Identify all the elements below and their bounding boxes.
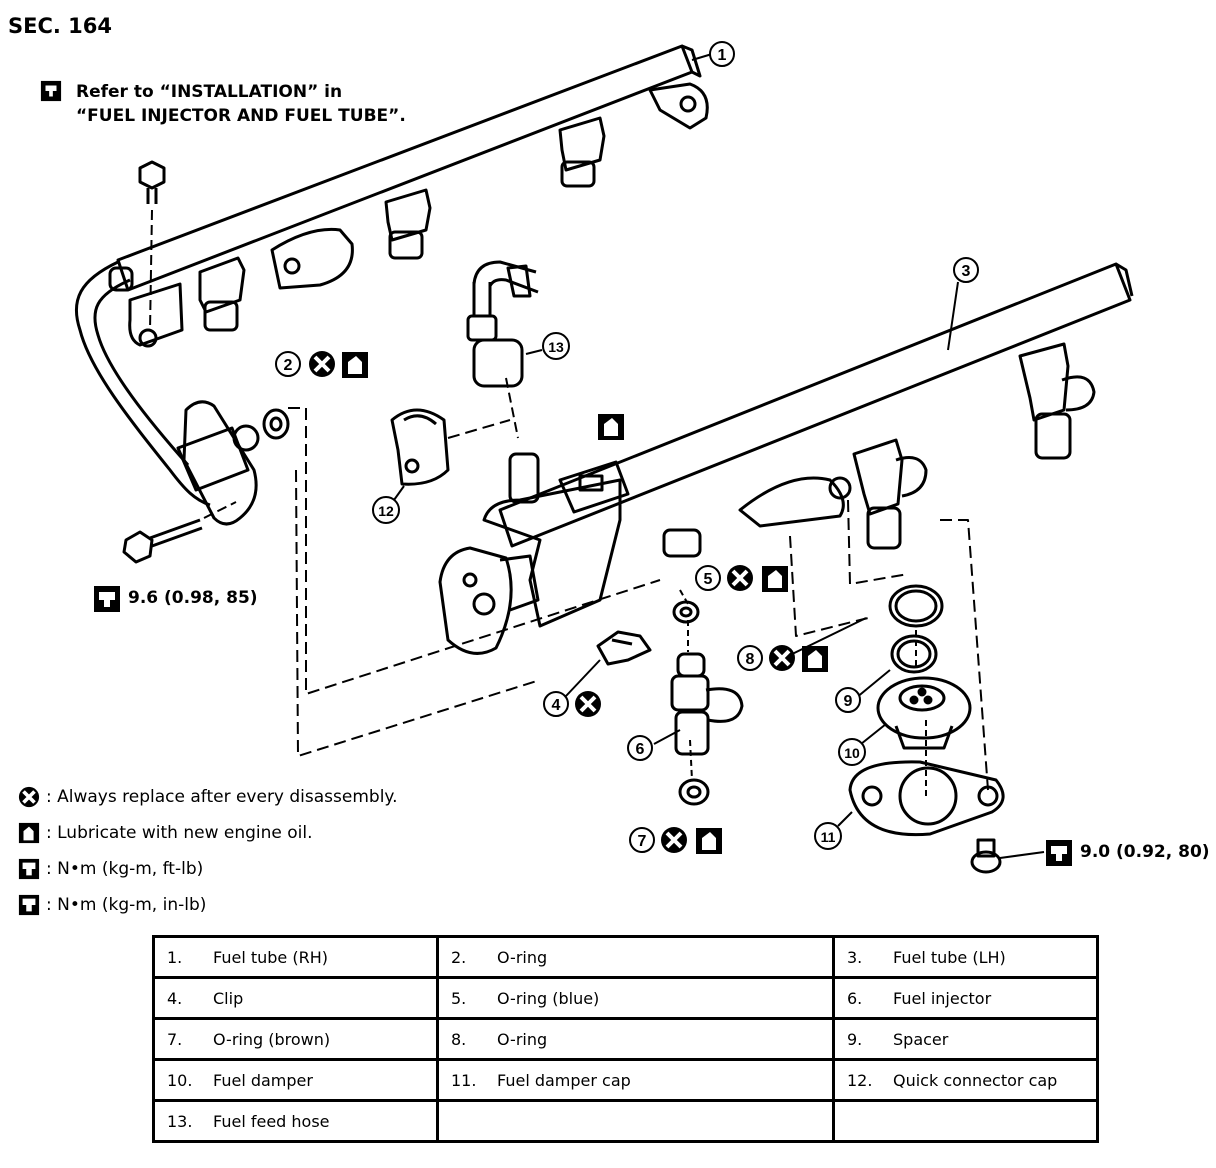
- table-cell: 3.Fuel tube (LH): [832, 935, 1099, 979]
- torque-spec-right: 9.0 (0.92, 80): [1080, 842, 1210, 862]
- svg-text:13: 13: [548, 339, 564, 355]
- torque-inlb-icon: [18, 894, 40, 916]
- table-cell: [832, 1099, 1099, 1143]
- oil-can-icon: [342, 352, 368, 378]
- callout-10: 10: [838, 738, 866, 766]
- table-cell: 4.Clip: [152, 976, 439, 1020]
- callout-4: 4: [543, 691, 569, 717]
- callout-1: 1: [709, 41, 735, 67]
- fuel-tube-lh: [438, 262, 1134, 655]
- table-cell: 5.O-ring (blue): [436, 976, 835, 1020]
- svg-text:11: 11: [821, 829, 836, 845]
- table-cell: 12.Quick connector cap: [832, 1058, 1099, 1102]
- fuel-feed-hose: [466, 260, 539, 388]
- svg-text:7: 7: [638, 833, 647, 850]
- svg-text:2: 2: [284, 357, 293, 374]
- table-cell: 13.Fuel feed hose: [152, 1099, 439, 1143]
- svg-text:4: 4: [552, 697, 561, 714]
- bolt-right: [970, 838, 1002, 874]
- callout-11: 11: [814, 822, 842, 850]
- replace-x-icons: [309, 351, 795, 853]
- clip: [596, 630, 652, 666]
- replace-x-icon: [727, 565, 753, 591]
- replace-x-icon: [309, 351, 335, 377]
- table-cell: [436, 1099, 835, 1143]
- svg-text:9: 9: [844, 693, 853, 710]
- table-cell: 9.Spacer: [832, 1017, 1099, 1061]
- torque-spec-left: 9.6 (0.98, 85): [128, 588, 258, 608]
- spacer: [890, 634, 938, 674]
- injector-rh-2: [384, 188, 432, 260]
- torque-ftlb-icon: [18, 858, 40, 880]
- svg-text:6: 6: [636, 741, 645, 758]
- svg-text:12: 12: [378, 503, 394, 519]
- callout-2: 2: [275, 351, 301, 377]
- injector-rh-3: [558, 116, 606, 188]
- oil-can-icon: [18, 822, 40, 844]
- o-ring-8: [888, 584, 944, 628]
- torque-ftlb-icon: [1046, 840, 1072, 866]
- section-label: SEC. 164: [8, 14, 113, 38]
- svg-text:1: 1: [718, 47, 727, 64]
- svg-text:10: 10: [844, 745, 860, 761]
- injector-lh-1: [852, 438, 928, 550]
- table-cell: 2.O-ring: [436, 935, 835, 979]
- callout-3: 3: [953, 257, 979, 283]
- fuel-system-diagram: 1 2 3 4 5 6 7 8 9 10 11 12 13: [74, 41, 1134, 874]
- o-ring-2: [262, 408, 290, 440]
- table-row: 4.Clip 5.O-ring (blue) 6.Fuel injector: [152, 976, 1099, 1020]
- torque-ref-icon: [40, 80, 62, 102]
- replace-x-icon: [661, 827, 687, 853]
- table-row: 1.Fuel tube (RH) 2.O-ring 3.Fuel tube (L…: [152, 935, 1099, 979]
- bolt-left: [122, 518, 203, 564]
- callout-13: 13: [542, 332, 570, 360]
- callout-12: 12: [372, 496, 400, 524]
- callout-9: 9: [835, 687, 861, 713]
- callout-6: 6: [627, 735, 653, 761]
- replace-x-icon: [575, 691, 601, 717]
- fuel-damper: [876, 676, 972, 750]
- oil-can-icon: [696, 828, 722, 854]
- parts-table: 1.Fuel tube (RH) 2.O-ring 3.Fuel tube (L…: [152, 935, 1099, 1143]
- callout-5: 5: [695, 565, 721, 591]
- oil-can-icons: [342, 352, 828, 854]
- legend-text: : Lubricate with new engine oil.: [46, 823, 313, 843]
- quick-connector-cap: [390, 408, 450, 486]
- legend-text: : Always replace after every disassembly…: [46, 787, 398, 807]
- fuel-damper-cap: [848, 760, 1005, 837]
- table-cell: 11.Fuel damper cap: [436, 1058, 835, 1102]
- torque-inlb-icon: [94, 586, 120, 612]
- reference-note-line2: “FUEL INJECTOR AND FUEL TUBE”.: [76, 106, 406, 126]
- table-cell: 7.O-ring (brown): [152, 1017, 439, 1061]
- oil-can-icon: [598, 414, 624, 440]
- fuel-injector: [670, 652, 744, 756]
- svg-text:3: 3: [962, 263, 971, 280]
- reference-note-line1: Refer to “INSTALLATION” in: [76, 82, 343, 102]
- table-cell: 10.Fuel damper: [152, 1058, 439, 1102]
- injector-rh-1: [198, 256, 246, 332]
- replace-x-icon: [769, 645, 795, 671]
- injector-lh-2: [1018, 342, 1096, 460]
- oil-can-icon: [802, 646, 828, 672]
- replace-x-icon: [18, 786, 40, 808]
- bolt-top: [138, 160, 166, 204]
- table-row: 7.O-ring (brown) 8.O-ring 9.Spacer: [152, 1017, 1099, 1061]
- table-row: 13.Fuel feed hose: [152, 1099, 1099, 1143]
- fuel-flange-rh: [176, 400, 260, 526]
- table-cell: 8.O-ring: [436, 1017, 835, 1061]
- svg-text:8: 8: [746, 651, 755, 668]
- table-cell: 1.Fuel tube (RH): [152, 935, 439, 979]
- o-ring-5: [672, 600, 700, 624]
- callout-7: 7: [629, 827, 655, 853]
- svg-text:5: 5: [704, 571, 713, 588]
- fuel-tube-rh: [74, 44, 709, 507]
- table-cell: 6.Fuel injector: [832, 976, 1099, 1020]
- table-row: 10.Fuel damper 11.Fuel damper cap 12.Qui…: [152, 1058, 1099, 1102]
- legend-text: : N•m (kg-m, ft-lb): [46, 859, 204, 879]
- legend-text: : N•m (kg-m, in-lb): [46, 895, 207, 915]
- o-ring-7: [678, 778, 710, 806]
- callout-8: 8: [737, 645, 763, 671]
- oil-can-icon: [762, 566, 788, 592]
